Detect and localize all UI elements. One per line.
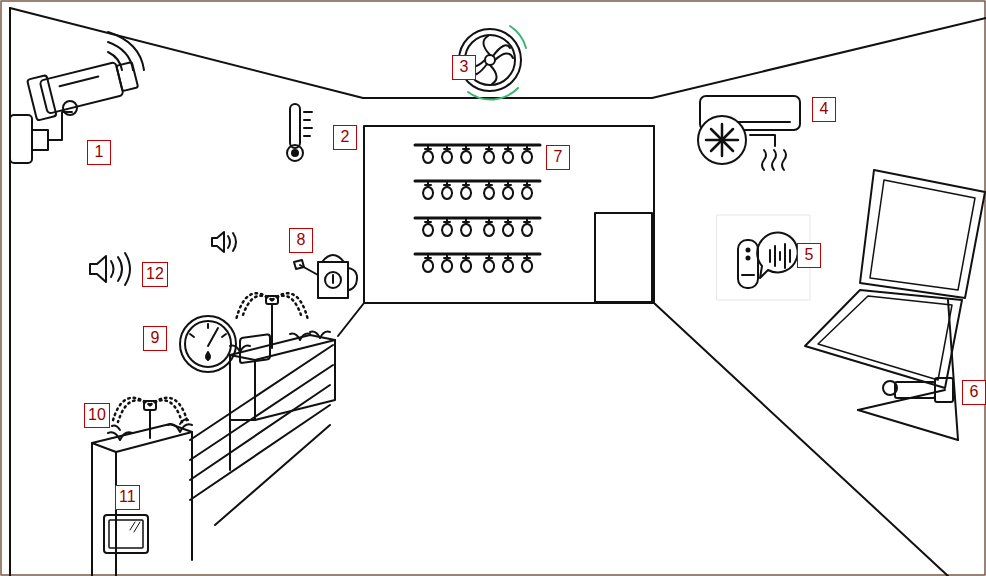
room-lines <box>10 8 986 576</box>
callout-number: 1 <box>87 140 111 165</box>
callout-number: 10 <box>84 403 110 428</box>
moisture-gauge <box>180 316 236 372</box>
callout-number: 11 <box>115 485 140 510</box>
bench <box>190 345 333 525</box>
callout-number: 5 <box>797 243 821 268</box>
security-camera <box>10 32 144 163</box>
callout-number: 6 <box>962 380 986 405</box>
callout-number: 4 <box>812 97 836 122</box>
callout-number: 8 <box>289 228 313 253</box>
callout-number: 3 <box>452 55 476 80</box>
water-spray <box>112 293 308 424</box>
callout-number: 2 <box>333 125 357 150</box>
callout-number: 12 <box>142 262 168 287</box>
thermometer <box>287 104 312 161</box>
callout-number: 7 <box>546 145 570 170</box>
air-conditioner <box>698 96 800 170</box>
callout-number: 9 <box>143 326 167 351</box>
roof-window <box>805 170 985 440</box>
grow-lights <box>415 145 540 272</box>
watering-can <box>294 255 357 298</box>
planter-box <box>230 296 335 420</box>
